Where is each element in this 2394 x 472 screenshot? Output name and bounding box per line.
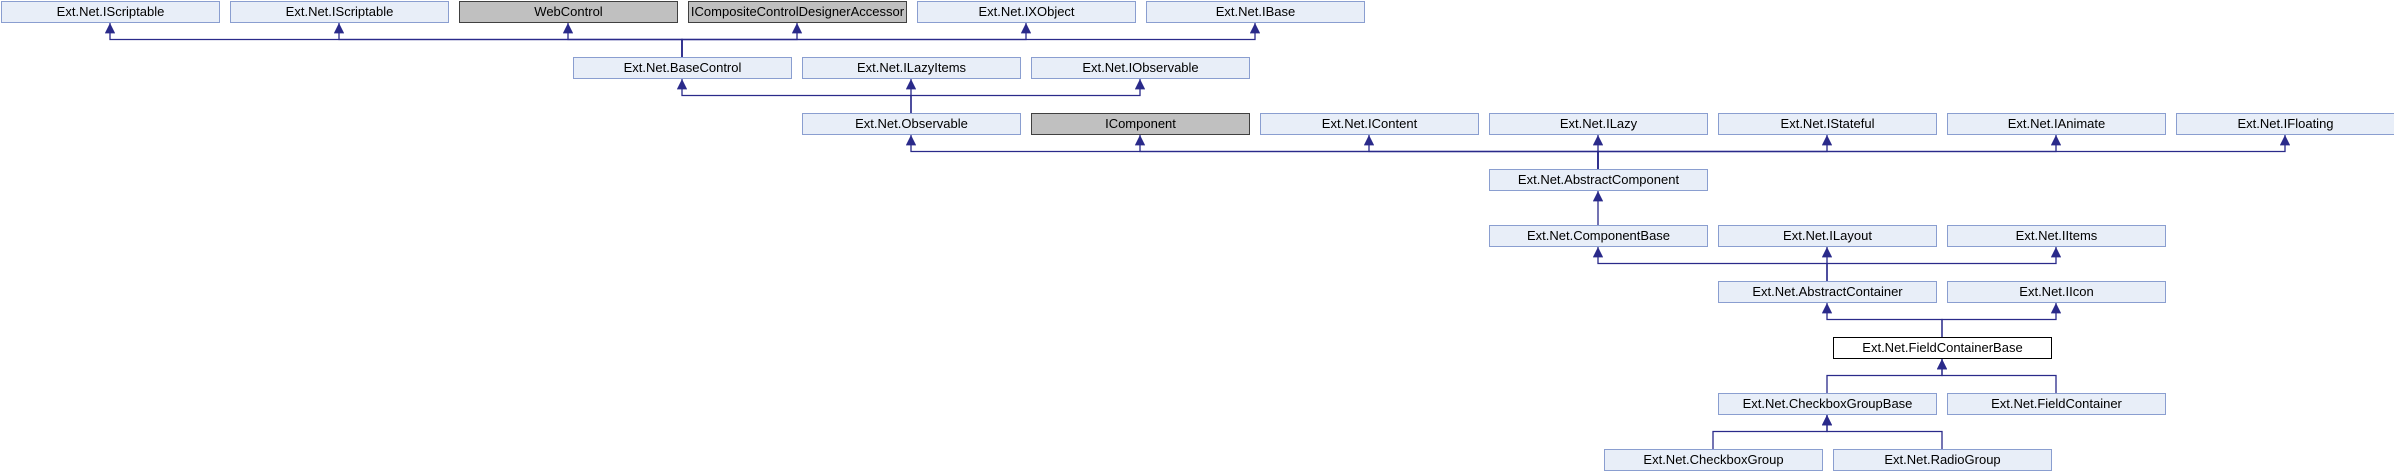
node-label: Ext.Net.AbstractContainer (1752, 284, 1903, 299)
node-label: Ext.Net.IContent (1322, 116, 1418, 131)
node-box (1833, 337, 2052, 359)
node-ilazyitems[interactable]: Ext.Net.ILazyItems (802, 57, 1021, 79)
node-webcontrol: WebControl (459, 1, 678, 23)
node-label: Ext.Net.ILayout (1783, 228, 1872, 243)
node-checkboxgroupbase[interactable]: Ext.Net.CheckboxGroupBase (1718, 393, 1937, 415)
node-label: Ext.Net.Observable (855, 116, 968, 131)
node-box (802, 113, 1021, 135)
node-radiogroup[interactable]: Ext.Net.RadioGroup (1833, 449, 2052, 471)
node-label: Ext.Net.FieldContainerBase (1862, 340, 2022, 355)
node-label: Ext.Net.IFloating (2237, 116, 2333, 131)
node-label: Ext.Net.IBase (1216, 4, 1295, 19)
edge-radiogroup-to-checkboxgroupbase (1821, 415, 1943, 449)
node-box (1260, 113, 1479, 135)
node-box (1489, 113, 1708, 135)
node-checkboxgroup[interactable]: Ext.Net.CheckboxGroup (1604, 449, 1823, 471)
node-label: Ext.Net.IIcon (2019, 284, 2093, 299)
node-label: Ext.Net.ILazyItems (857, 60, 967, 75)
node-abstractcontainer[interactable]: Ext.Net.AbstractContainer (1718, 281, 1937, 303)
node-label: Ext.Net.AbstractComponent (1518, 172, 1680, 187)
node-icomponent: IComponent (1031, 113, 1250, 135)
node-box (688, 1, 907, 23)
node-label: Ext.Net.BaseControl (624, 60, 742, 75)
node-box (1489, 225, 1708, 247)
node-ianimate[interactable]: Ext.Net.IAnimate (1947, 113, 2166, 135)
node-ifloating[interactable]: Ext.Net.IFloating (2176, 113, 2394, 135)
node-iscriptable-2[interactable]: Ext.Net.IScriptable (230, 1, 449, 23)
node-iitems[interactable]: Ext.Net.IItems (1947, 225, 2166, 247)
node-label: Ext.Net.ILazy (1560, 116, 1638, 131)
node-box (1947, 225, 2166, 247)
node-label: Ext.Net.CheckboxGroupBase (1743, 396, 1913, 411)
node-label: ICompositeControlDesignerAccessor (691, 4, 905, 19)
node-box (802, 57, 1021, 79)
node-ilazy[interactable]: Ext.Net.ILazy (1489, 113, 1708, 135)
edge-observable-to-iobservable (910, 79, 1146, 113)
edge-abstractcomponent-to-ifloating (1597, 135, 2291, 169)
node-box (1489, 169, 1708, 191)
node-box (230, 1, 449, 23)
node-componentbase[interactable]: Ext.Net.ComponentBase (1489, 225, 1708, 247)
node-box (1833, 449, 2052, 471)
edge-checkboxgroup-to-checkboxgroupbase (1712, 415, 1833, 449)
node-label: Ext.Net.IXObject (978, 4, 1074, 19)
node-basecontrol[interactable]: Ext.Net.BaseControl (573, 57, 792, 79)
edge-fieldcontainerbase-to-iicon (1941, 303, 2062, 337)
node-box (1718, 113, 1937, 135)
edge-abstractcontainer-to-iitems (1826, 246, 2062, 281)
node-icontent[interactable]: Ext.Net.IContent (1260, 113, 1479, 135)
node-label: Ext.Net.IItems (2016, 228, 2098, 243)
node-box (2176, 113, 2394, 135)
node-box (1604, 449, 1823, 471)
node-label: Ext.Net.IAnimate (2008, 116, 2106, 131)
node-box (1947, 113, 2166, 135)
edge-checkboxgroupbase-to-fieldcontainerbase (1826, 359, 1948, 393)
node-label: Ext.Net.IStateful (1781, 116, 1875, 131)
node-fieldcontainerbase[interactable]: Ext.Net.FieldContainerBase (1833, 337, 2052, 359)
node-label: WebControl (534, 4, 603, 19)
edge-basecontrol-to-webcontrol (562, 23, 683, 57)
node-label: Ext.Net.IScriptable (286, 4, 394, 19)
node-fieldcontainer[interactable]: Ext.Net.FieldContainer (1947, 393, 2166, 415)
node-box (1947, 281, 2166, 303)
edge-fieldcontainer-to-fieldcontainerbase (1936, 359, 2057, 393)
node-box (1718, 281, 1937, 303)
node-iicon[interactable]: Ext.Net.IIcon (1947, 281, 2166, 303)
node-label: Ext.Net.IObservable (1082, 60, 1198, 75)
node-box (1146, 1, 1365, 23)
node-box (573, 57, 792, 79)
node-box (917, 1, 1136, 23)
node-label: Ext.Net.CheckboxGroup (1643, 452, 1783, 467)
node-istateful[interactable]: Ext.Net.IStateful (1718, 113, 1937, 135)
node-box (1718, 393, 1937, 415)
node-label: Ext.Net.ComponentBase (1527, 228, 1670, 243)
node-label: IComponent (1105, 116, 1176, 131)
node-iobservable[interactable]: Ext.Net.IObservable (1031, 57, 1250, 79)
edge-observable-to-basecontrol (676, 79, 912, 113)
node-ixobject[interactable]: Ext.Net.IXObject (917, 1, 1136, 23)
node-box (459, 1, 678, 23)
node-box (1031, 113, 1250, 135)
node-ilayout[interactable]: Ext.Net.ILayout (1718, 225, 1937, 247)
edges-layer (104, 23, 2291, 449)
edge-abstractcontainer-to-componentbase (1592, 246, 1828, 281)
node-label: Ext.Net.IScriptable (57, 4, 165, 19)
edge-fieldcontainerbase-to-abstractcontainer (1821, 303, 1943, 337)
node-box (1947, 393, 2166, 415)
node-box (1031, 57, 1250, 79)
edge-basecontrol-to-ibase (681, 23, 1261, 57)
edge-abstractcomponent-to-icontent (1363, 135, 1599, 169)
node-label: Ext.Net.FieldContainer (1991, 396, 2122, 411)
node-icompositecontroldesigneraccessor: ICompositeControlDesignerAccessor (688, 1, 907, 23)
node-observable[interactable]: Ext.Net.Observable (802, 113, 1021, 135)
node-iscriptable-1[interactable]: Ext.Net.IScriptable (1, 1, 220, 23)
node-box (1, 1, 220, 23)
node-label: Ext.Net.RadioGroup (1884, 452, 2000, 467)
node-box (1718, 225, 1937, 247)
node-abstractcomponent[interactable]: Ext.Net.AbstractComponent (1489, 169, 1708, 191)
node-ibase[interactable]: Ext.Net.IBase (1146, 1, 1365, 23)
